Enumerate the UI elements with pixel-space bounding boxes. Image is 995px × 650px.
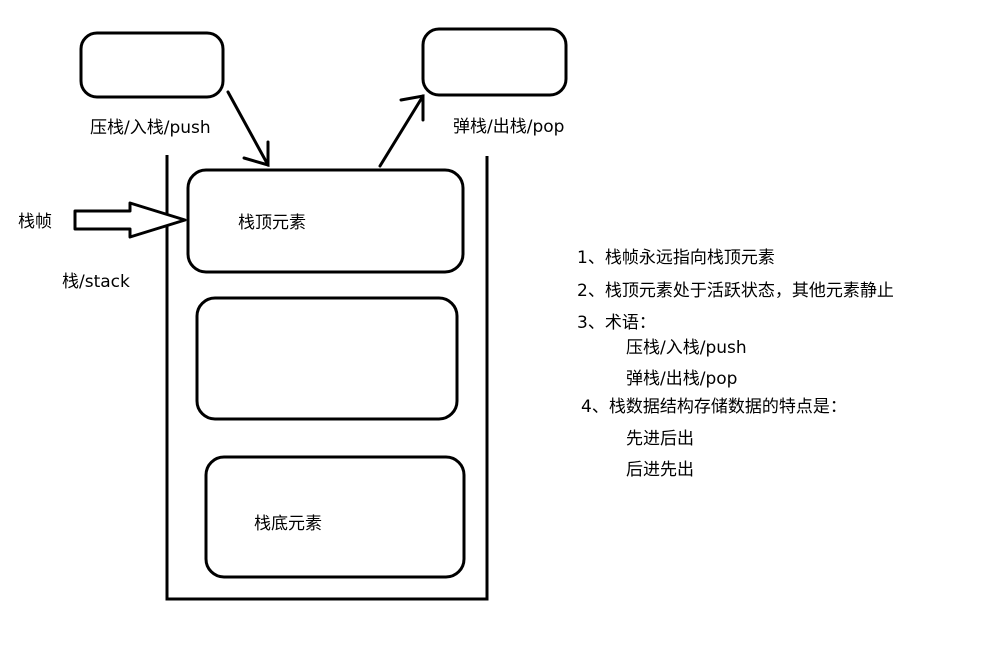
pop-label: 弹栈/出栈/pop xyxy=(453,117,565,137)
note-line-4-lifo: 后进先出 xyxy=(626,460,694,480)
note-line-1: 1、栈帧永远指向栈顶元素 xyxy=(577,248,775,268)
note-line-4: 4、栈数据结构存储数据的特点是： xyxy=(581,397,847,417)
push-element-box xyxy=(79,31,225,99)
middle-element-box xyxy=(195,296,459,421)
frame-label: 栈帧 xyxy=(18,212,52,232)
stack-label: 栈/stack xyxy=(62,272,130,292)
frame-pointer-arrow xyxy=(73,201,187,239)
top-element-box xyxy=(186,168,465,274)
bottom-element-box xyxy=(204,455,466,579)
top-element-label: 栈顶元素 xyxy=(238,213,306,233)
note-line-3-pop: 弹栈/出栈/pop xyxy=(626,369,738,389)
stack-container xyxy=(165,155,489,601)
push-label: 压栈/入栈/push xyxy=(90,118,211,138)
note-line-3-push: 压栈/入栈/push xyxy=(626,338,747,358)
note-line-2: 2、栈顶元素处于活跃状态，其他元素静止 xyxy=(577,281,894,301)
pop-element-box xyxy=(421,27,568,97)
push-arrow xyxy=(226,90,270,167)
note-line-3: 3、术语： xyxy=(577,313,656,333)
bottom-element-label: 栈底元素 xyxy=(254,514,322,534)
note-line-4-fifo: 先进后出 xyxy=(626,429,694,449)
pop-arrow xyxy=(378,94,425,168)
